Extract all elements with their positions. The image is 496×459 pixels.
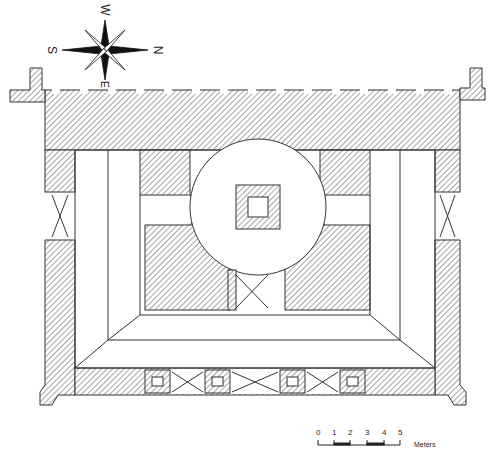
scale-bar <box>318 440 400 445</box>
compass-letter: W <box>99 4 111 15</box>
scale-number: 0 <box>316 429 320 437</box>
scale-number: 2 <box>348 429 352 437</box>
walls <box>10 68 485 405</box>
scale-unit: Meters <box>414 441 435 448</box>
scale-number: 4 <box>382 429 386 437</box>
compass-letter: N <box>152 46 164 55</box>
scale-number: 1 <box>332 429 336 437</box>
compass-letter: S <box>46 46 58 54</box>
dome-circle <box>190 139 326 275</box>
scale-number: 5 <box>398 429 402 437</box>
piers <box>145 370 365 393</box>
door-cross <box>228 270 268 310</box>
compass-rose <box>62 20 148 80</box>
central-pier <box>236 185 280 229</box>
scale-number: 3 <box>365 429 369 437</box>
compass-letter: E <box>99 81 110 88</box>
